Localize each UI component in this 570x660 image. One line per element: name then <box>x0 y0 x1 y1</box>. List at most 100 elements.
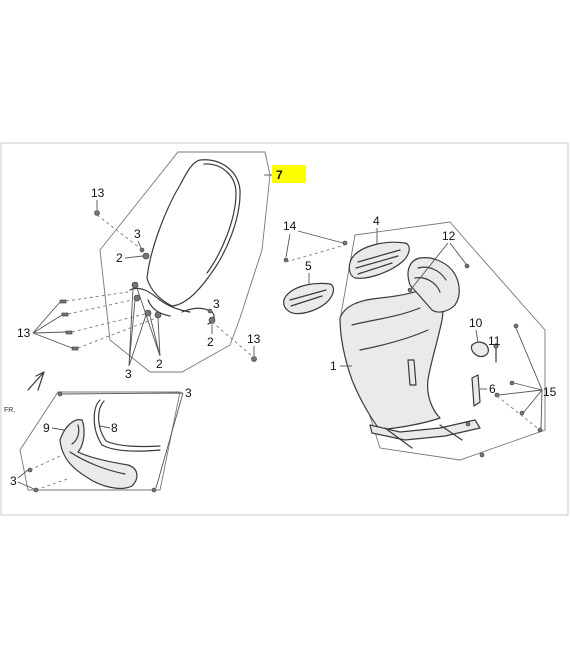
lower-left-assembly <box>19 391 181 491</box>
floor-rail-right <box>439 424 463 441</box>
leader-3-top <box>137 240 142 249</box>
inner-cover-body <box>339 284 444 431</box>
vent-4-slats <box>355 249 401 275</box>
bolt-axis-right <box>211 321 253 357</box>
leader-3-lower-right <box>61 392 184 489</box>
callout-12: 12 <box>442 229 456 243</box>
direction-arrow <box>27 371 45 391</box>
callout-1: 1 <box>330 359 337 373</box>
windshield-group-outline <box>99 151 271 373</box>
bolt-axis-d <box>77 317 157 349</box>
bolt-axis-c <box>71 313 146 333</box>
callout-5: 5 <box>305 259 312 273</box>
callout-2-right: 2 <box>207 335 214 349</box>
bolt-13-right <box>251 356 257 362</box>
leader-3-lower-left <box>17 469 35 490</box>
bolt-13-left-a <box>59 299 67 304</box>
leader-2-top <box>124 255 144 259</box>
screw-11-head <box>493 343 499 349</box>
vent-5-body <box>283 282 335 315</box>
callout-4: 4 <box>373 214 380 228</box>
washer-3-upper <box>139 247 145 253</box>
callout-2-bottom: 2 <box>156 357 163 371</box>
leader-9 <box>51 427 65 431</box>
callout-15: 15 <box>543 385 557 399</box>
callout-3-top: 3 <box>134 227 141 241</box>
inner-cover-column-lines <box>414 266 447 293</box>
callout-11: 11 <box>488 334 501 348</box>
bracket-6 <box>471 374 481 407</box>
screw-12-a <box>464 263 470 269</box>
vent-5-slats <box>289 289 327 307</box>
callout-13-top: 13 <box>91 186 105 200</box>
screw-12-b <box>407 287 413 293</box>
vent-5 <box>283 282 335 315</box>
callout-3-bottom: 3 <box>125 367 132 381</box>
screw-axis-15 <box>496 395 541 431</box>
screw-axis-lower <box>29 455 71 491</box>
callout-10: 10 <box>469 316 483 330</box>
inner-cover-floor <box>369 419 481 441</box>
screw-3-lower-a <box>57 391 63 397</box>
leader-2-bottom <box>136 287 161 357</box>
bolt-13-left-c <box>65 330 73 335</box>
bracket-9-lines <box>69 424 126 475</box>
windshield-bracket-left <box>129 287 191 313</box>
bolt-axis-b <box>67 299 133 315</box>
screw-15-a <box>513 323 519 329</box>
windshield-shield <box>146 159 241 307</box>
bracket-9 <box>59 419 138 490</box>
screw-15-f <box>465 421 471 427</box>
inner-cover-fasteners <box>283 240 543 458</box>
callout-13-left: 13 <box>17 326 31 340</box>
front-inner-cover-assembly <box>339 221 546 461</box>
inner-cover-ridge <box>407 359 417 386</box>
screw-3-lower-d <box>151 487 157 493</box>
screw-15-b <box>509 380 515 386</box>
washer-3-right <box>207 308 213 314</box>
bolt-13-left-d <box>71 346 79 351</box>
callout-14: 14 <box>283 219 297 233</box>
callout-3-lower-left: 3 <box>10 474 17 488</box>
callout-6: 6 <box>489 382 496 396</box>
inner-cover-inner-line <box>351 307 429 351</box>
screw-15-g <box>479 452 485 458</box>
callout-13-right: 13 <box>247 332 261 346</box>
windshield-assembly <box>99 151 271 373</box>
vent-4-body <box>348 241 410 279</box>
floor-rail-left <box>384 427 413 449</box>
callout-9: 9 <box>43 421 50 435</box>
inner-cover-column <box>407 257 460 313</box>
direction-label: FR. <box>4 407 15 414</box>
part-7-highlight <box>272 165 306 183</box>
leader-8 <box>99 425 111 429</box>
tube-8-inner <box>98 400 161 448</box>
callout-7: 7 <box>276 168 283 182</box>
tube-8 <box>93 399 161 452</box>
callout-3-lower-right: 3 <box>185 386 192 400</box>
vent-4 <box>348 241 410 279</box>
callout-3-right: 3 <box>213 297 220 311</box>
callout-2-top: 2 <box>116 251 123 265</box>
screw-axis-14 <box>285 244 346 263</box>
bolt-axis-a <box>65 291 129 302</box>
nut-2-upper <box>142 252 150 260</box>
windshield-shield-edge <box>203 163 237 274</box>
front-direction-marker: FR. <box>4 371 45 414</box>
leader-10 <box>475 329 479 343</box>
lower-left-group-outline <box>19 391 181 491</box>
screw-15-d <box>519 410 525 416</box>
leader-3-bottom <box>128 287 147 367</box>
bolt-13-top <box>94 210 100 216</box>
clip-10 <box>470 341 489 358</box>
bolt-13-left-b <box>61 312 69 317</box>
nut-2-mid-a <box>131 281 139 289</box>
windshield-stay <box>147 299 171 317</box>
callout-8: 8 <box>111 421 118 435</box>
leader-12 <box>411 242 467 289</box>
leader-13-left <box>32 301 73 349</box>
diagram-frame <box>0 142 569 516</box>
leader-14 <box>285 230 344 258</box>
leader-15 <box>498 327 543 429</box>
